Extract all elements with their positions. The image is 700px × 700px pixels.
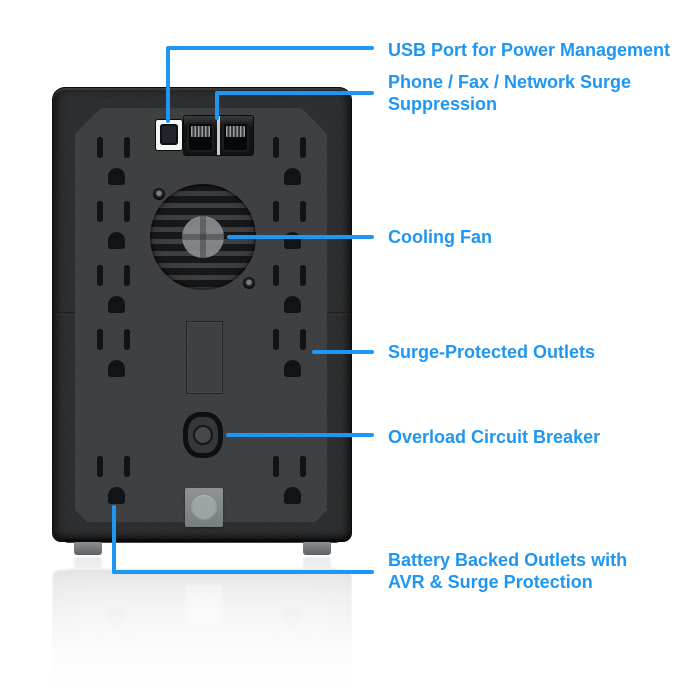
callout-line-battery-outlets	[112, 505, 116, 574]
callout-line-surge-outlets	[312, 350, 374, 354]
callout-line-breaker	[226, 433, 374, 437]
device-foot	[303, 542, 331, 555]
ups-rear-panel	[52, 87, 352, 555]
jack-divider	[217, 116, 220, 155]
callout-label-phone: Phone / Fax / Network Surge Suppression	[388, 72, 632, 114]
power-cord-inlet-opening	[191, 494, 217, 521]
device-foot	[74, 542, 102, 555]
reflection-fade	[0, 556, 700, 700]
jack-contacts	[191, 126, 210, 137]
callout-label-breaker: Overload Circuit Breaker	[388, 427, 601, 447]
fan-hub-crossbar	[182, 234, 224, 240]
rj-jack-in	[187, 122, 214, 152]
fan-hub-crossbar	[200, 216, 206, 258]
callout-line-fan	[227, 235, 374, 239]
power-outlet	[273, 456, 313, 504]
callout-label-usb: USB Port for Power Management	[388, 40, 671, 60]
usb-port-opening	[160, 124, 178, 145]
label-recess	[186, 321, 223, 394]
rj-jack-out	[222, 122, 249, 152]
ups-device	[52, 87, 352, 555]
usb-port	[156, 120, 182, 150]
callout-line-usb	[166, 46, 374, 50]
power-outlet	[97, 265, 137, 313]
power-outlet	[97, 137, 137, 185]
fan-hub	[182, 216, 224, 258]
power-outlet	[97, 456, 137, 504]
underside-shadow	[64, 539, 340, 543]
screw-icon	[243, 277, 255, 289]
callout-label-battery-outlets: Battery Backed Outlets with AVR & Surge …	[388, 550, 628, 592]
breaker-button	[193, 425, 213, 445]
callout-label-fan: Cooling Fan	[388, 227, 492, 247]
callout-line-usb	[166, 47, 170, 123]
power-outlet	[97, 329, 137, 377]
jack-contacts	[226, 126, 245, 137]
callout-line-battery-outlets	[112, 570, 374, 574]
screw-icon	[153, 188, 165, 200]
power-cord-inlet	[185, 488, 223, 527]
overload-circuit-breaker	[183, 412, 223, 458]
callout-label-surge-outlets: Surge-Protected Outlets	[388, 342, 596, 362]
power-outlet	[273, 265, 313, 313]
power-outlet	[273, 201, 313, 249]
callout-line-phone	[215, 91, 219, 120]
phone-fax-network-jacks	[184, 116, 253, 155]
callout-line-phone	[215, 91, 374, 95]
power-outlet	[97, 201, 137, 249]
power-outlet	[273, 329, 313, 377]
power-outlet	[273, 137, 313, 185]
